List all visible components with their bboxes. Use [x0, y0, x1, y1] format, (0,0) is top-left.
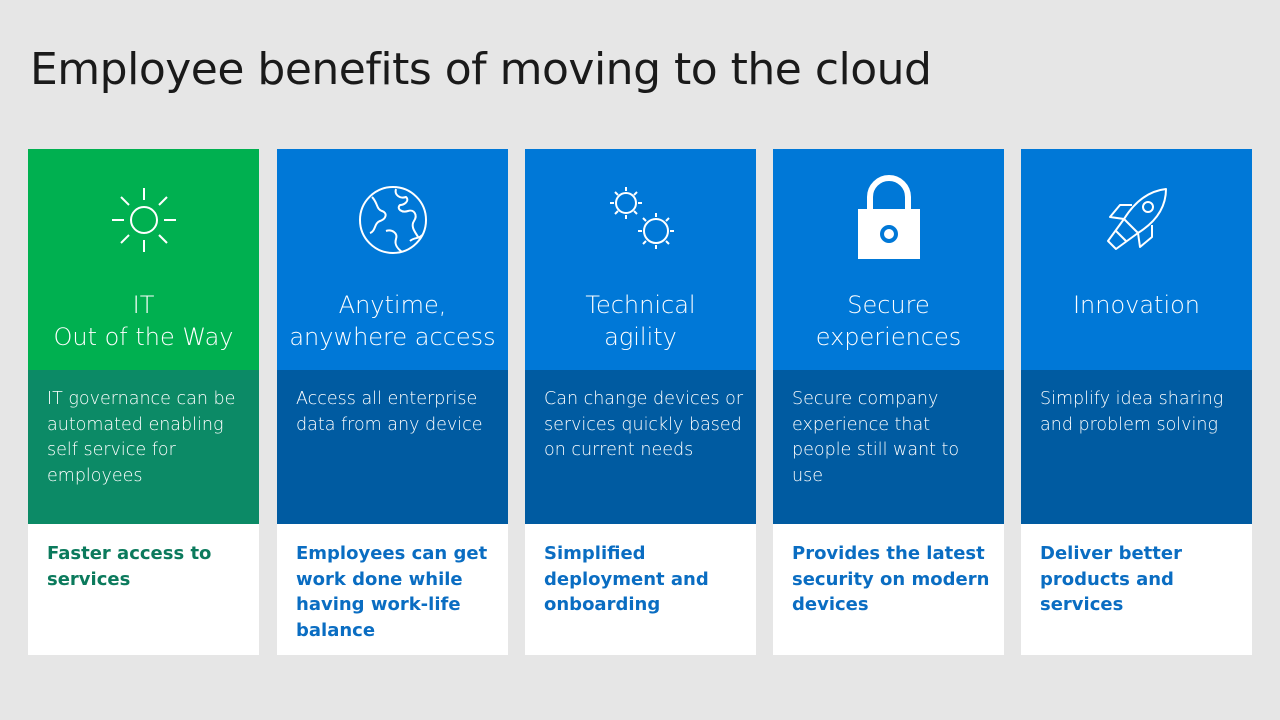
card-benefit-panel	[773, 524, 1004, 655]
card-benefit: Simplified deployment and onboarding	[544, 543, 709, 615]
padlock-icon	[854, 171, 924, 261]
card-description-panel	[277, 370, 508, 524]
card-description: Secure company experience that people st…	[792, 389, 960, 486]
card-heading-line: Technical	[585, 291, 696, 319]
sun-icon	[107, 183, 181, 257]
card-technical-agility: Technical agility Can change devices or …	[525, 149, 756, 655]
card-benefit: Employees can get work done while having…	[296, 543, 488, 641]
card-heading: Secure experiences	[773, 289, 1004, 353]
card-description: Simplify idea sharing and problem solvin…	[1040, 389, 1224, 435]
card-description-panel	[28, 370, 259, 524]
card-heading: IT Out of the Way	[28, 289, 259, 353]
card-innovation: Innovation Simplify idea sharing and pro…	[1021, 149, 1252, 655]
benefit-cards: IT Out of the Way IT governance can be a…	[28, 149, 1252, 655]
card-description: Can change devices or services quickly b…	[544, 389, 744, 460]
globe-icon	[356, 183, 430, 257]
card-it-out-of-the-way: IT Out of the Way IT governance can be a…	[28, 149, 259, 655]
card-secure-experiences: Secure experiences Secure company experi…	[773, 149, 1004, 655]
card-benefit: Deliver better products and services	[1040, 543, 1182, 615]
card-description-panel	[1021, 370, 1252, 524]
card-heading-line: Innovation	[1072, 291, 1201, 319]
card-heading-line: agility	[604, 323, 677, 351]
card-heading: Technical agility	[525, 289, 756, 353]
card-benefit-panel	[1021, 524, 1252, 655]
card-header: Anytime, anywhere access	[277, 149, 508, 370]
card-heading-line: Anytime,	[338, 291, 447, 319]
card-anytime-anywhere-access: Anytime, anywhere access Access all ente…	[277, 149, 508, 655]
card-heading-line: experiences	[815, 323, 962, 351]
card-benefit: Provides the latest security on modern d…	[792, 543, 990, 615]
page-title: Employee benefits of moving to the cloud	[30, 44, 932, 95]
card-header: Technical agility	[525, 149, 756, 370]
card-description-panel	[525, 370, 756, 524]
card-description: IT governance can be automated enabling …	[47, 389, 236, 486]
card-description-panel	[773, 370, 1004, 524]
gears-icon	[604, 183, 678, 257]
card-heading-line: Out of the Way	[53, 323, 234, 351]
card-heading: Innovation	[1021, 289, 1252, 321]
card-heading-line: Secure	[847, 291, 930, 319]
card-heading-line: anywhere access	[289, 323, 496, 351]
card-description: Access all enterprise data from any devi…	[296, 389, 483, 435]
rocket-icon	[1100, 183, 1174, 257]
card-benefit: Faster access to services	[47, 543, 212, 590]
card-header: IT Out of the Way	[28, 149, 259, 370]
card-benefit-panel	[525, 524, 756, 655]
card-benefit-panel	[28, 524, 259, 655]
card-heading-line: IT	[132, 291, 155, 319]
card-header: Innovation	[1021, 149, 1252, 370]
card-heading: Anytime, anywhere access	[277, 289, 508, 353]
card-benefit-panel	[277, 524, 508, 655]
card-header: Secure experiences	[773, 149, 1004, 370]
